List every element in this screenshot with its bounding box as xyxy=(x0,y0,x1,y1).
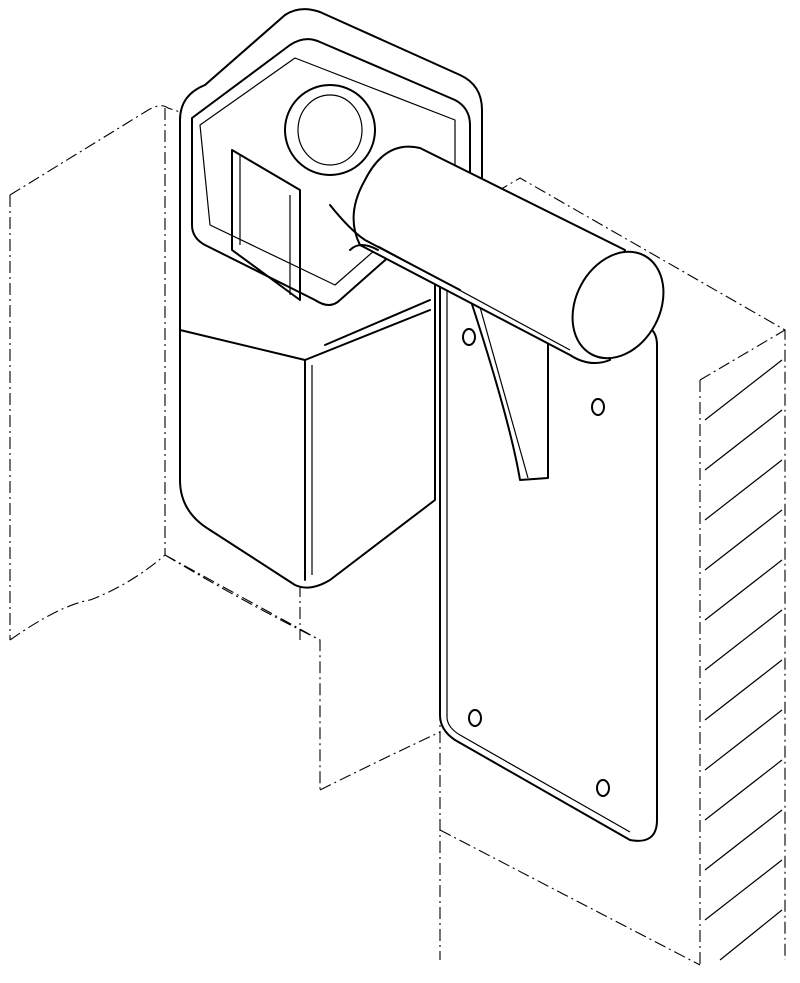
left-wall-phantom xyxy=(9,105,441,791)
screw-hole xyxy=(468,709,482,727)
mounting-plate xyxy=(439,274,658,842)
right-wall-phantom xyxy=(439,177,786,966)
screw-hole xyxy=(462,328,476,346)
wall-hatching xyxy=(704,359,783,961)
screw-hole xyxy=(591,398,605,416)
screw-hole xyxy=(596,779,610,797)
pin-end-cap xyxy=(571,250,665,360)
hinge-housing xyxy=(179,8,483,589)
hinge-pin xyxy=(329,145,665,365)
gusset xyxy=(467,291,549,481)
